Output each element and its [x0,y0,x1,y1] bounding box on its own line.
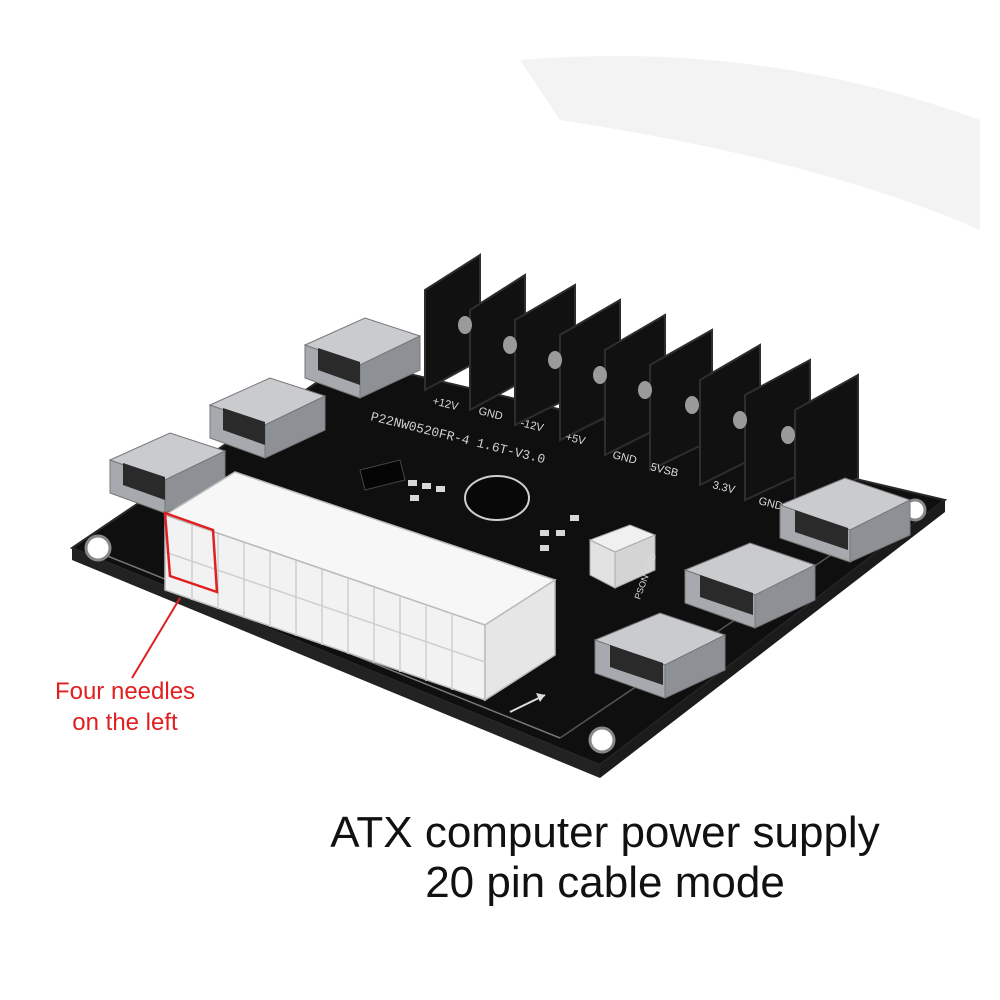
terminal-label: GND [477,405,504,423]
screw-terminal-block: +12V GND -12V +5V GND 5VSB 3.3V GND [424,253,859,517]
mounting-hole [84,534,112,562]
usb-port [108,432,227,514]
capacitor-outline [464,475,530,521]
callout-line [131,597,181,679]
usb-port [303,317,422,399]
callout-line-1: Four needles [54,678,196,705]
terminal-label: GND [611,449,638,467]
terminal-label: 3.3V [711,479,737,496]
caption-line-1: ATX computer power supply [330,808,880,857]
usb-port [683,542,817,629]
ic-chip [359,459,406,491]
usb-port [593,612,727,699]
atx-24pin-connector [163,471,557,702]
callout-line-2: on the left [72,709,178,736]
usb-port [208,377,327,459]
callout-text: Four needles on the left [20,676,230,738]
highlight-box [163,511,219,594]
mounting-hole [588,726,616,754]
background-shade [520,56,980,230]
terminal-label: GND [757,495,784,513]
caption-line-2: 20 pin cable mode [425,858,785,907]
terminal-label: +5V [564,431,587,448]
usb-port [778,477,912,563]
product-caption: ATX computer power supply 20 pin cable m… [260,808,950,908]
terminal-label: -12V [519,417,545,434]
